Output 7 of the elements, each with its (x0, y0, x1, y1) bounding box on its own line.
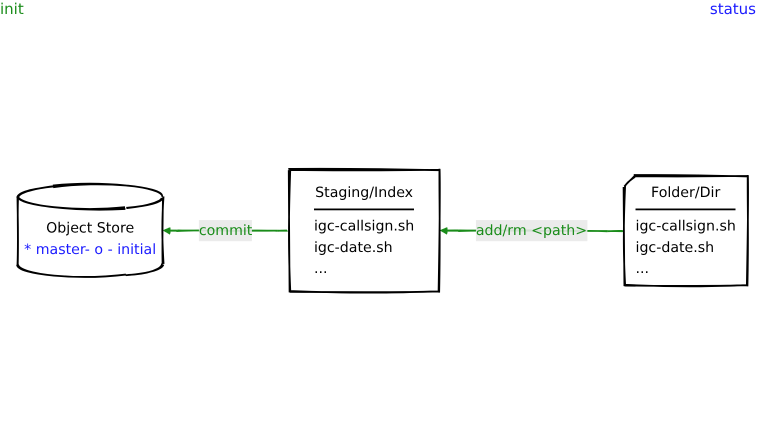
node-text: Object Store * master- o - initial (24, 220, 156, 258)
node-text: Staging/Index igc-callsign.sh igc-date.sh ... (314, 184, 414, 277)
command-label: status (710, 0, 756, 18)
command-label: init (0, 0, 24, 18)
node-text: Folder/Dir igc-callsign.sh igc-date.sh ... (636, 184, 736, 277)
edge-label: commit (198, 222, 252, 239)
edge-label: add/rm <path> (476, 222, 588, 239)
